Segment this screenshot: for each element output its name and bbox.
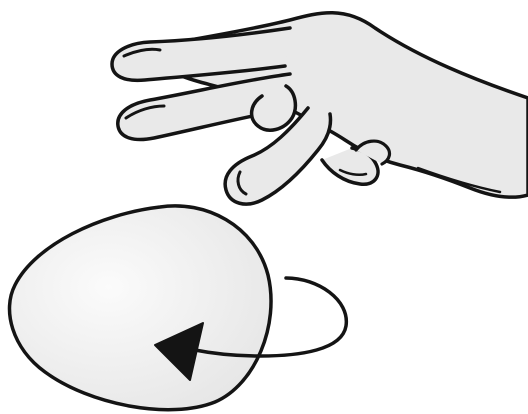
egg <box>9 206 271 410</box>
hand <box>112 13 528 204</box>
egg-shell <box>9 206 271 410</box>
